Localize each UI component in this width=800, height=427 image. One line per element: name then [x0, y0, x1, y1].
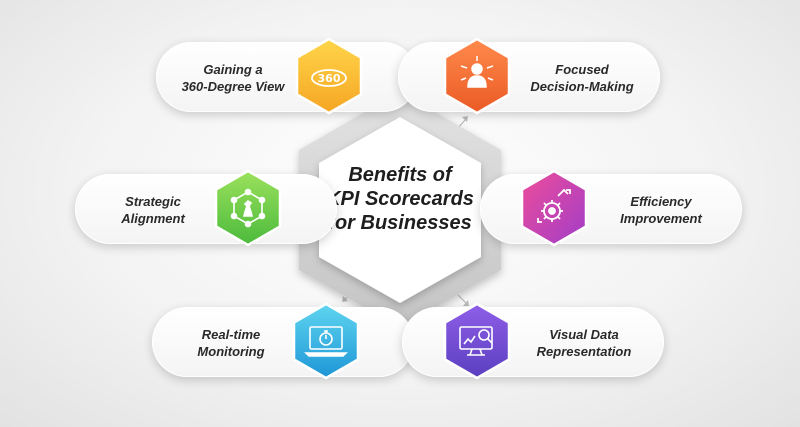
hex-badge-visual-data	[443, 302, 511, 380]
center-title-line-1: Benefits of	[348, 164, 452, 186]
benefit-label-360-view: Gaining a 360-Degree View	[181, 62, 285, 94]
decision-maker-icon	[460, 56, 494, 88]
arrowhead-realtime	[342, 296, 348, 302]
hex-badge-strategic	[214, 169, 282, 247]
hex-badge-realtime	[292, 302, 360, 380]
hex-badge-decision	[443, 37, 511, 115]
benefit-card-realtime	[152, 307, 414, 377]
stopwatch-laptop-icon	[304, 326, 348, 357]
benefit-card-360-view	[156, 42, 418, 112]
center-title-line-2: KPI Scorecards	[326, 188, 474, 210]
hex-badge-360: 360	[295, 37, 363, 115]
benefit-label-strategic-alignment: Strategic Alignment	[121, 194, 185, 226]
center-title: Benefits of KPI Scorecards for Businesse…	[315, 163, 485, 235]
benefit-card-strategic-alignment	[75, 174, 337, 244]
center-title-line-3: for Businesses	[328, 212, 472, 234]
360-icon	[311, 69, 347, 87]
hex-badge-efficiency	[520, 169, 588, 247]
benefit-label-visual-data: Visual Data Representation	[536, 327, 632, 359]
benefit-card-focused-decision	[398, 42, 660, 112]
benefit-label-focused-decision: Focused Decision-Making	[530, 62, 634, 94]
svg-text:360: 360	[318, 72, 341, 85]
arrowhead-visual	[463, 300, 469, 306]
data-search-monitor-icon	[459, 326, 493, 356]
benefit-label-realtime: Real-time Monitoring	[197, 327, 265, 359]
connector-visual	[457, 294, 467, 304]
gear-growth-icon	[537, 188, 571, 223]
strategy-network-icon	[230, 188, 266, 228]
benefit-label-efficiency: Efficiency Improvement	[620, 194, 702, 226]
arrowhead-decision	[462, 116, 468, 122]
